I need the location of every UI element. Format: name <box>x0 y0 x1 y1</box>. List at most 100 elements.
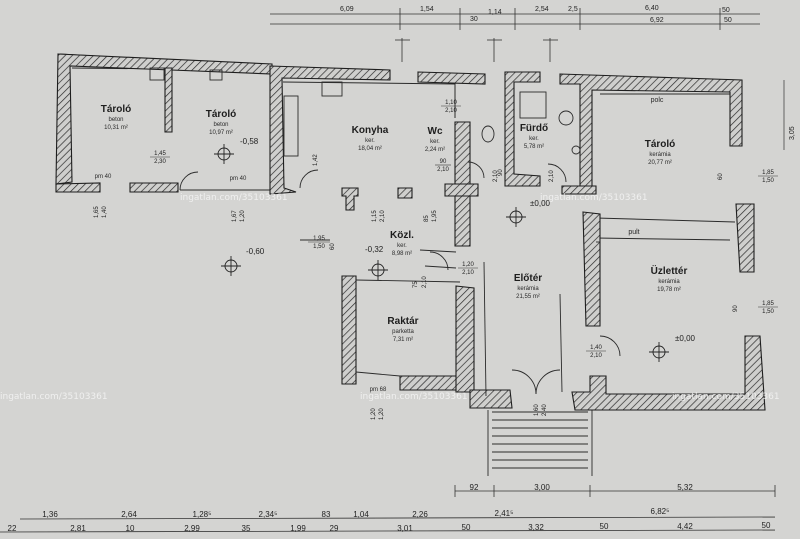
top-dim-7: 6,40 <box>645 5 659 12</box>
room-material: ker. <box>529 136 539 142</box>
vertical-dim: 1,65 <box>94 206 100 218</box>
room-material: kerámia <box>649 152 671 158</box>
room-name: Fürdő <box>520 123 548 134</box>
room-material: beton <box>213 122 228 128</box>
room-label-storage-1: Tároló beton 10,31 m² <box>101 104 132 131</box>
room-name: Raktár <box>387 316 418 327</box>
room-area: 21,55 m² <box>516 294 540 300</box>
vertical-dim: 90 <box>733 305 739 312</box>
room-material: ker. <box>365 138 375 144</box>
vertical-dim: 1,20 <box>240 210 246 222</box>
top-dim-1: 6,09 <box>340 6 354 13</box>
room-name: Előtér <box>514 273 542 284</box>
room-material: beton <box>108 117 123 123</box>
bottom-dim: 1,99 <box>290 524 306 533</box>
watermark-text: ingatlan.com/35103361 <box>672 392 780 402</box>
washbasin-icon <box>558 110 574 126</box>
bottom-dim: 2,34⁵ <box>259 510 278 519</box>
vertical-dim: 60 <box>330 243 336 250</box>
opening-height: 1,50 <box>762 178 774 184</box>
fixtures <box>149 67 581 157</box>
bottom-dim: 50 <box>462 523 471 532</box>
shower-icon <box>519 91 547 119</box>
vertical-dim: 1,20 <box>371 408 377 420</box>
bottom-dims-row2: 1,36 2,64 1,28⁵ 2,34⁵ 83 1,04 2,26 2,41⁵… <box>42 507 669 519</box>
opening-width: 1,40 <box>590 345 602 351</box>
meter-icon <box>209 69 223 81</box>
opening-height: 2,10 <box>590 353 602 359</box>
bottom-dim: 29 <box>330 524 339 533</box>
bottom-dim: 83 <box>322 510 331 519</box>
bottom-dim: 2,81 <box>70 524 86 533</box>
room-name: Üzlettér <box>651 264 688 277</box>
top-dim-5: 2,54 <box>535 6 549 13</box>
vertical-dim: 1,42 <box>313 154 319 166</box>
vertical-dim: 2,10 <box>380 210 386 222</box>
elevation-label: -0,60 <box>246 247 265 256</box>
bottom-dim: 1,36 <box>42 510 58 519</box>
stove-icon <box>321 81 343 97</box>
bottom-dim: 2,99 <box>184 524 200 533</box>
room-area: 8,98 m² <box>392 251 412 257</box>
opening-height: 1,50 <box>313 244 325 250</box>
room-material: kerámia <box>517 286 539 292</box>
top-dim-8: 50 <box>722 7 730 14</box>
room-material: parketta <box>392 329 414 335</box>
vertical-dim: 2,40 <box>542 404 548 416</box>
room-name: Tároló <box>206 109 237 120</box>
room-area: 2,24 m² <box>425 147 445 153</box>
opening-width: 1,85 <box>762 170 774 176</box>
vertical-dim: 1,60 <box>534 404 540 416</box>
bottom-dim: 4,42 <box>677 522 693 531</box>
opening-dimension-labels: 1,45 2,30 1,10 2,10 90 2,10 1,95 1,50 1,… <box>154 100 774 359</box>
room-label-hall: Előtér kerámia 21,55 m² <box>514 273 542 300</box>
elevation-label: -0,58 <box>240 137 259 146</box>
parapet-label-2: pm 40 <box>230 176 247 182</box>
vertical-dim: 2,10 <box>493 170 499 182</box>
room-label-corridor: Közl. ker. 8,98 m² <box>390 230 414 257</box>
opening-height: 2,10 <box>462 270 474 276</box>
top-dimension-text: 6,09 1,54 30 1,14 2,54 2,5 6,40 50 6,92 … <box>340 5 732 24</box>
room-name: Wc <box>428 126 443 137</box>
watermark-text: ingatlan.com/35103361 <box>360 392 468 402</box>
opening-width: 1,95 <box>313 236 325 242</box>
bottom-dim: 10 <box>126 524 135 533</box>
bottom-dim: 92 <box>470 483 479 492</box>
bottom-dim: 50 <box>600 522 609 531</box>
room-label-kitchen: Konyha ker. 18,04 m² <box>352 125 389 152</box>
room-label-bathroom: Fürdő ker. 5,78 m² <box>520 123 548 150</box>
bottom-dims-row3: 22 2,81 10 2,99 35 1,99 29 3,01 50 3,32 … <box>8 521 771 533</box>
vertical-dim: 75 <box>413 281 419 288</box>
parapet-label-1: pm 40 <box>95 174 112 180</box>
top-dim-10: 50 <box>724 17 732 24</box>
bottom-dim: 22 <box>8 524 17 533</box>
top-dim-2: 1,54 <box>420 6 434 13</box>
opening-height: 2,30 <box>154 159 166 165</box>
bottom-dim: 3,01 <box>397 524 413 533</box>
watermark-text: ingatlan.com/35103361 <box>540 193 648 203</box>
room-label-shop: Üzlettér kerámia 19,78 m² <box>651 264 688 293</box>
vertical-dim: 1,20 <box>379 408 385 420</box>
elevation-label: ±0,00 <box>675 334 696 343</box>
room-material: ker. <box>430 139 440 145</box>
interior-lines <box>179 161 621 476</box>
watermark-text: ingatlan.com/35103361 <box>0 392 108 402</box>
parapet-label-3: pm 68 <box>370 387 387 393</box>
bottom-dim: 5,32 <box>677 483 693 492</box>
opening-width: 1,20 <box>462 262 474 268</box>
room-area: 10,97 m² <box>209 130 233 136</box>
top-window-markers <box>395 38 558 62</box>
bottom-dim: 2,64 <box>121 510 137 519</box>
right-dim: 3,05 <box>789 126 796 140</box>
room-name: Közl. <box>390 230 414 241</box>
opening-width: 1,10 <box>445 100 457 106</box>
bottom-dims-row1: 92 3,00 5,32 <box>470 483 694 492</box>
vertical-dim: 1,40 <box>102 206 108 218</box>
vertical-dim: 2,10 <box>422 276 428 288</box>
opening-width: 90 <box>440 159 447 165</box>
top-dim-6: 2,5 <box>568 6 578 13</box>
level-markers <box>214 144 669 362</box>
counter-label: pult <box>628 229 639 236</box>
top-dim-3: 30 <box>470 16 478 23</box>
